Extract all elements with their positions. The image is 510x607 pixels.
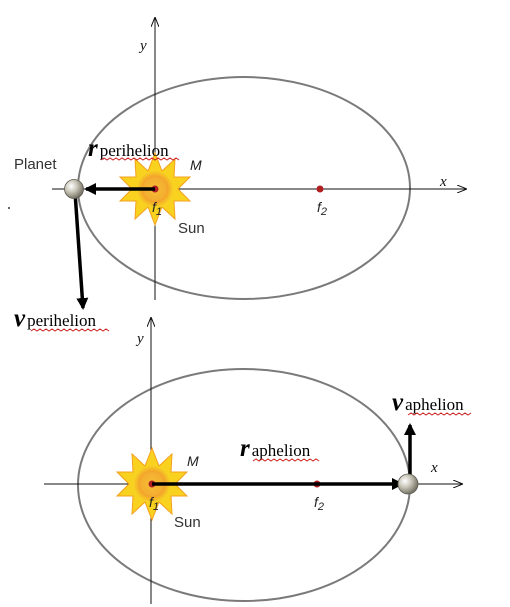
focus1-label: f1 xyxy=(152,199,162,218)
sun-label: Sun xyxy=(178,220,205,237)
x-axis-label: x xyxy=(430,460,438,476)
x-axis-label: x xyxy=(439,174,447,190)
v-perihelion-vector xyxy=(73,191,89,310)
spellcheck-underline xyxy=(30,328,110,332)
y-axis-label: y xyxy=(135,331,144,347)
planet-sphere-icon xyxy=(397,473,419,495)
y-axis-label: y xyxy=(138,38,147,54)
mass-label: M xyxy=(187,453,199,469)
sun-label: Sun xyxy=(174,514,201,531)
focus2-label: f2 xyxy=(317,199,327,218)
spellcheck-underline xyxy=(252,458,320,462)
focus2-label: f2 xyxy=(314,494,324,513)
planet-sphere-icon xyxy=(64,179,84,199)
planet-label: Planet xyxy=(14,156,57,173)
spellcheck-underline xyxy=(100,157,180,161)
stray-mark xyxy=(8,207,10,209)
focus2-dot xyxy=(316,185,324,193)
spellcheck-underline xyxy=(407,412,472,416)
focus1-label: f1 xyxy=(149,494,159,513)
mass-label: M xyxy=(190,157,202,173)
